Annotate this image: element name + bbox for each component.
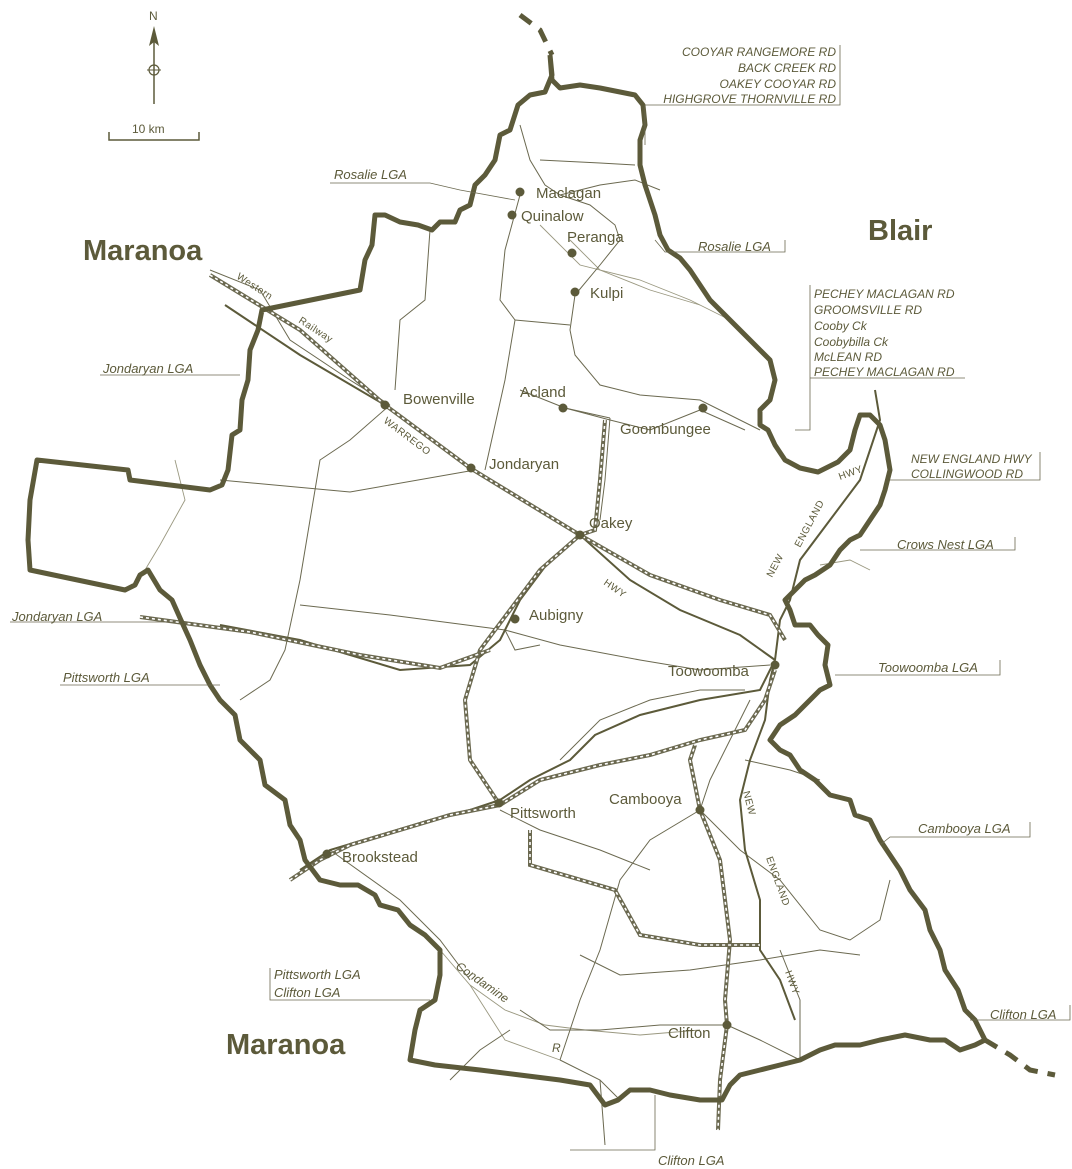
town-markers <box>322 187 780 1030</box>
note-crows-nest: Crows Nest LGA <box>897 537 994 552</box>
note-pechey-5: McLEAN RD <box>814 350 882 364</box>
label-new-south: NEW <box>740 790 757 817</box>
note-pechey-1: PECHEY MACLAGAN RD <box>814 287 955 301</box>
route-labels: Western Railway WARREGO HWY NEW ENGLAND … <box>234 271 864 996</box>
town-toowoomba: Toowoomba <box>668 663 750 680</box>
town-acland: Acland <box>520 384 566 401</box>
note-jondaryan-south: Jondaryan LGA <box>11 609 102 624</box>
town-oakey: Oakey <box>589 515 633 532</box>
note-pechey-4: Coobybilla Ck <box>814 335 889 349</box>
note-rosalie-east: Rosalie LGA <box>698 239 771 254</box>
label-england-south: ENGLAND <box>763 855 791 907</box>
annotation-leaders <box>10 45 1071 1151</box>
note-clifton-south: Clifton LGA <box>658 1153 724 1168</box>
label-river-r: R <box>552 1041 561 1055</box>
town-maclagan: Maclagan <box>536 185 601 202</box>
town-jondaryan: Jondaryan <box>489 456 559 473</box>
highways <box>219 304 882 1021</box>
label-new-north: NEW <box>765 552 786 579</box>
electorate-boundary <box>25 13 1056 1108</box>
note-new-england-1: NEW ENGLAND HWY <box>911 452 1033 466</box>
note-northeast-roads-3: OAKEY COOYAR RD <box>720 77 837 91</box>
label-condamine: Condamine <box>453 959 512 1006</box>
label-england-north: ENGLAND <box>793 498 827 549</box>
north-arrow-icon: N <box>147 9 161 104</box>
town-labels: Maclagan Quinalow Peranga Kulpi Bowenvil… <box>342 185 750 1042</box>
note-rosalie-west: Rosalie LGA <box>334 167 407 182</box>
note-pittsworth: Pittsworth LGA <box>63 670 150 685</box>
annotations: COOYAR RANGEMORE RD BACK CREEK RD OAKEY … <box>11 45 1056 1168</box>
town-quinalow: Quinalow <box>521 208 584 225</box>
town-aubigny: Aubigny <box>529 607 584 624</box>
town-goombungee: Goombungee <box>620 421 711 438</box>
town-bowenville: Bowenville <box>403 391 475 408</box>
note-pechey-6: PECHEY MACLAGAN RD <box>814 365 955 379</box>
town-pittsworth: Pittsworth <box>510 805 576 822</box>
label-oakey-hwy: HWY <box>601 577 628 600</box>
note-toowoomba: Toowoomba LGA <box>878 660 978 675</box>
north-label: N <box>149 9 158 23</box>
note-jondaryan-north: Jondaryan LGA <box>102 361 193 376</box>
region-labels: Maranoa Maranoa Blair <box>83 215 932 1061</box>
note-pittsworth-clifton-2: Clifton LGA <box>274 985 340 1000</box>
note-pechey-3: Cooby Ck <box>814 319 868 333</box>
note-cambooya: Cambooya LGA <box>918 821 1011 836</box>
rivers <box>144 224 871 1061</box>
note-northeast-roads-2: BACK CREEK RD <box>738 61 836 75</box>
town-cambooya: Cambooya <box>609 791 682 808</box>
scale-label: 10 km <box>132 122 165 136</box>
label-western: Western <box>234 271 274 302</box>
note-clifton-east: Clifton LGA <box>990 1007 1056 1022</box>
region-maranoa-north: Maranoa <box>83 235 203 267</box>
note-pittsworth-clifton-1: Pittsworth LGA <box>274 967 361 982</box>
note-new-england-2: COLLINGWOOD RD <box>911 467 1023 481</box>
note-northeast-roads-1: COOYAR RANGEMORE RD <box>682 45 836 59</box>
town-clifton: Clifton <box>668 1025 711 1042</box>
region-maranoa-south: Maranoa <box>226 1029 346 1061</box>
scale-bar: 10 km <box>108 122 200 141</box>
town-kulpi: Kulpi <box>590 285 623 302</box>
town-peranga: Peranga <box>567 229 624 246</box>
note-northeast-roads-4: HIGHGROVE THORNVILLE RD <box>663 92 836 106</box>
region-blair: Blair <box>868 215 932 247</box>
note-pechey-2: GROOMSVILLE RD <box>814 303 922 317</box>
town-brookstead: Brookstead <box>342 849 418 866</box>
